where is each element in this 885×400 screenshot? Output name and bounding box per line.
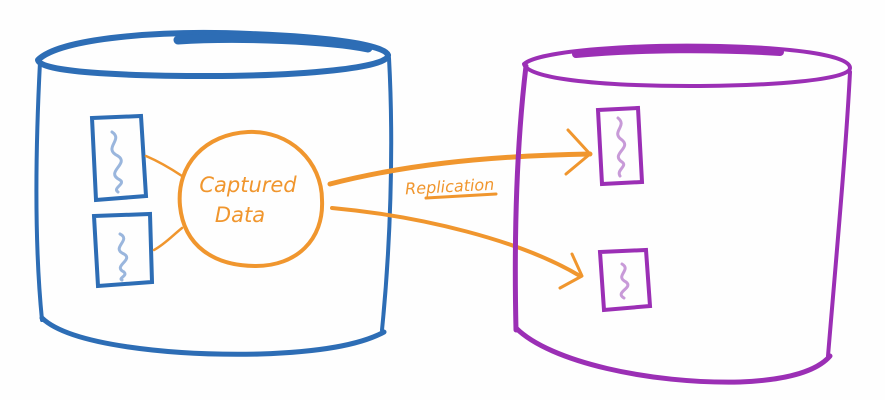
source-db-top — [35, 30, 391, 79]
source-db-bottom — [39, 315, 387, 357]
target-document-1 — [595, 105, 645, 187]
connector-doc2 — [152, 226, 184, 252]
target-db-left-side — [512, 63, 529, 333]
replication-arrows — [327, 128, 593, 290]
replication-arrow-upper — [327, 151, 593, 187]
captured-data-bubble: Captured Data — [177, 129, 325, 269]
doc-outline — [595, 105, 645, 187]
captured-data-outline — [177, 129, 325, 269]
source-db-top-highlight — [173, 33, 373, 53]
target-document-2 — [597, 247, 653, 313]
replication-arrow-lower — [330, 206, 582, 278]
replication-label-underline — [424, 192, 498, 200]
doc-squiggle — [110, 130, 123, 194]
source-db-left-side — [34, 60, 44, 322]
doc-squiggle — [117, 232, 129, 282]
doc-squiggle — [619, 262, 630, 300]
captured-data-line1: Captured — [199, 173, 297, 197]
doc-outline — [89, 113, 149, 203]
doc-connectors — [144, 154, 184, 252]
replication-arrow-upper-head — [564, 128, 592, 176]
connector-doc1 — [144, 154, 184, 178]
source-database — [34, 30, 394, 357]
target-db-top-highlight — [572, 45, 784, 58]
source-db-right-side — [380, 56, 394, 332]
replication-label: Replication — [405, 175, 495, 199]
captured-data-line2: Data — [215, 203, 265, 227]
target-database — [512, 43, 852, 385]
doc-outline — [597, 247, 653, 313]
source-document-1 — [89, 113, 149, 203]
source-document-2 — [91, 211, 155, 289]
target-db-right-side — [826, 70, 852, 358]
replication-arrow-lower-head — [558, 252, 584, 290]
doc-outline — [91, 211, 155, 289]
doc-squiggle — [616, 116, 627, 178]
target-db-bottom — [513, 325, 833, 385]
